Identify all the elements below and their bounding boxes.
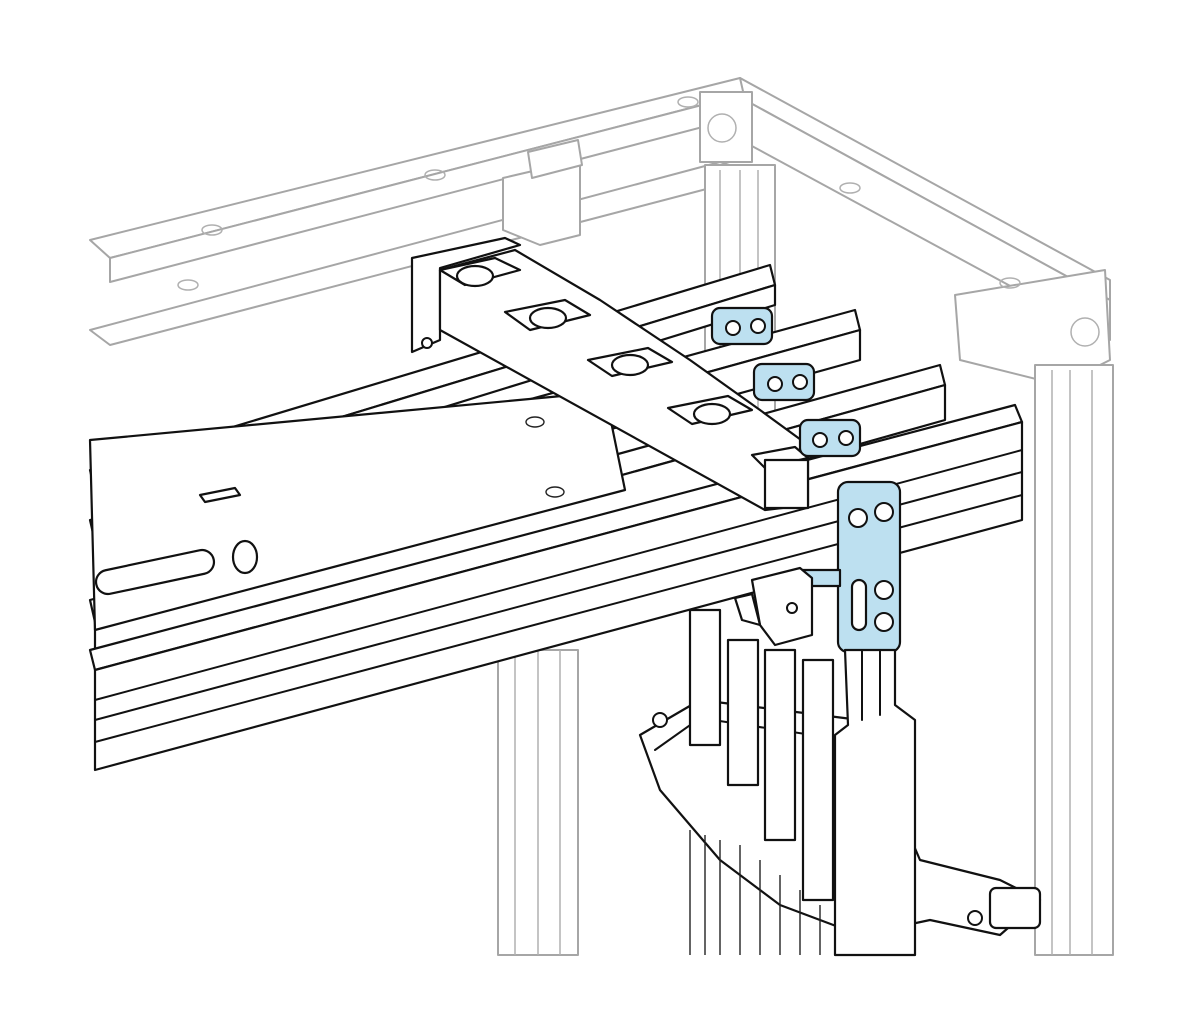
- bolt-upper-left: [848, 508, 868, 528]
- dropper-bar-2: [726, 638, 760, 787]
- comb-hole-2: [528, 306, 568, 330]
- comb-hole-1: [455, 264, 495, 288]
- rear-support-screw: [421, 337, 433, 349]
- side-clamp: [733, 566, 814, 647]
- comb-end-face: [763, 458, 810, 510]
- bolt-upper-right: [874, 502, 894, 522]
- connector-plate-1: [710, 306, 774, 346]
- dropper-bar-1: [688, 608, 722, 747]
- frame-right-hole: [1070, 317, 1100, 347]
- dropper-bar-4: [801, 658, 835, 902]
- frame-top-rail-right: [739, 77, 1111, 301]
- busbar-support-comb: [438, 248, 810, 512]
- main-vertical-busbar: [833, 648, 917, 957]
- clamp-tab: [733, 592, 762, 627]
- cover-plate-hole: [231, 539, 259, 575]
- frame-corner-hole: [707, 113, 737, 143]
- cover-plate-slot: [94, 548, 216, 596]
- vertical-plate-slot: [850, 578, 868, 632]
- frame-rear-bracket-top: [527, 139, 583, 179]
- base-fastener-left: [652, 712, 668, 728]
- clamp-body: [750, 566, 814, 647]
- connector-plate-2: [752, 362, 816, 402]
- connection-plates: [710, 306, 902, 654]
- dropper-bar-3: [763, 648, 797, 842]
- bolt-middle: [874, 580, 894, 600]
- front-cover-plate: [88, 390, 627, 632]
- bolt-lower: [874, 612, 894, 632]
- cover-plate-clip: [198, 486, 242, 504]
- base-connector-right: [988, 886, 1042, 930]
- frame-right-post: [1034, 364, 1114, 956]
- cover-plate-body: [88, 390, 627, 632]
- vertical-dropper-section: [638, 608, 1042, 957]
- clamp-screw: [786, 602, 798, 614]
- comb-hole-4: [692, 402, 732, 426]
- comb-hole-3: [610, 353, 650, 377]
- base-fastener-right: [967, 910, 983, 926]
- connector-plate-3: [798, 418, 862, 458]
- frame-corner-block: [699, 91, 753, 163]
- frame-top-rail-back: [89, 77, 761, 259]
